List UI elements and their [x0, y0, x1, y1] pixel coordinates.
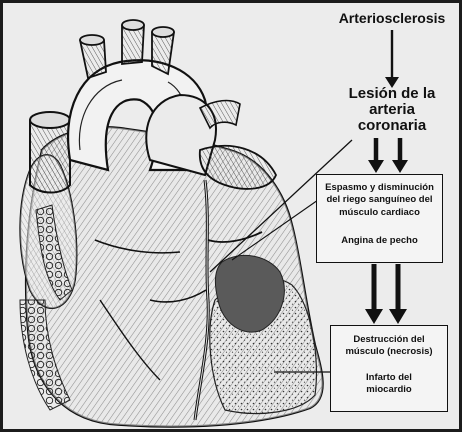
label-espasmo: Espasmo y disminución del riego sanguíne… [317, 182, 442, 219]
box-espasmo-angina: Espasmo y disminución del riego sanguíne… [316, 174, 443, 263]
label-lesion-arteria-coronaria: Lesión de la arteria coronaria [346, 86, 438, 133]
label-angina-de-pecho: Angina de pecho [317, 236, 442, 247]
label-arteriosclerosis: Arteriosclerosis [330, 10, 454, 26]
label-infarto-miocardio: Infarto del miocardio [331, 372, 447, 397]
box-destruccion-infarto: Destrucción del músculo (necrosis) Infar… [330, 325, 448, 412]
label-destruccion-musculo: Destrucción del músculo (necrosis) [331, 334, 447, 359]
